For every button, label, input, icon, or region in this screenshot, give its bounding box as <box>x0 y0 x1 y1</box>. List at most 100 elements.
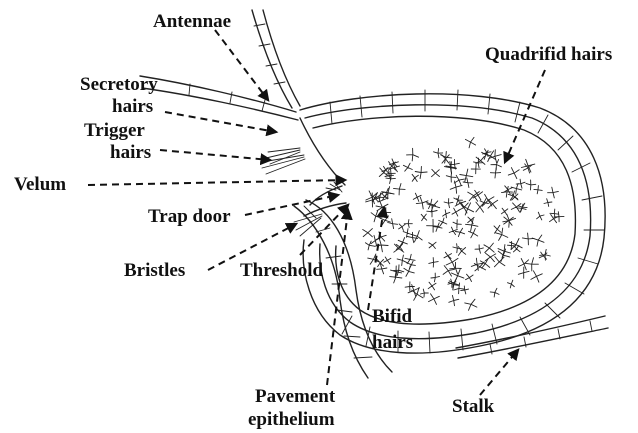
quadrifid-hair <box>534 186 542 194</box>
quadrifid-hair <box>428 282 436 290</box>
quadrifid-hair <box>460 169 473 182</box>
quadrifid-hair <box>453 220 461 229</box>
quadrifid-hair <box>420 289 428 297</box>
quadrifid-hair <box>548 187 559 198</box>
quadrifid-hair <box>468 192 480 202</box>
quadrifid-hair <box>554 212 564 222</box>
label-antennae: Antennae <box>153 11 231 32</box>
quadrifid-hair <box>508 168 519 179</box>
quadrifid-hair <box>465 137 475 147</box>
pointer-antennae <box>215 30 268 100</box>
quadrifid-hair <box>466 274 474 281</box>
quadrifid-hair <box>522 233 534 245</box>
pointer-quadrifid-hairs <box>505 70 545 162</box>
quadrifid-hair <box>404 220 412 228</box>
pointer-secretory-hairs <box>165 112 276 132</box>
label-bifid-line2: hairs <box>372 332 413 353</box>
label-quadrifid-hairs: Quadrifid hairs <box>485 44 612 65</box>
pointer-stalk <box>480 350 518 395</box>
quadrifid-hair <box>508 280 515 288</box>
quadrifid-hair <box>433 223 442 232</box>
quadrifid-hair <box>461 286 469 294</box>
quadrifid-hair <box>403 229 411 238</box>
quadrifid-hair <box>377 259 384 266</box>
quadrifid-hair <box>412 174 418 181</box>
quadrifid-hair <box>550 215 559 223</box>
quadrifid-hair <box>387 169 396 178</box>
quadrifid-hair <box>421 214 427 221</box>
quadrifid-hair <box>490 168 500 178</box>
label-threshold: Threshold <box>240 260 324 281</box>
label-bifid-line1: Bifid <box>372 306 413 327</box>
quadrifid-hair <box>363 229 373 237</box>
quadrifid-hair <box>431 273 440 282</box>
quadrifid-hair <box>501 208 507 215</box>
quadrifid-hair <box>449 295 459 305</box>
label-bristles: Bristles <box>124 260 185 281</box>
pointer-velum <box>88 180 345 185</box>
quadrifid-hair <box>469 229 478 238</box>
quadrifid-hair <box>452 208 460 216</box>
quadrifid-hair <box>429 258 438 268</box>
label-pavement-line2: epithelium <box>248 409 335 430</box>
quadrifid-hair <box>371 211 381 222</box>
quadrifid-hair <box>518 267 529 278</box>
label-velum: Velum <box>14 174 66 195</box>
quadrifid-hair <box>443 266 454 277</box>
quadrifid-hair <box>531 271 542 282</box>
quadrifid-hair <box>458 247 465 256</box>
label-secretory-line1: Secretory <box>80 74 158 95</box>
quadrifid-hair <box>388 219 398 229</box>
quadrifid-hair <box>449 227 457 235</box>
quadrifid-hair <box>488 199 498 208</box>
quadrifid-hair <box>532 235 544 246</box>
quadrifid-hair <box>446 257 458 269</box>
quadrifid-hair <box>453 244 462 253</box>
quadrifid-hair <box>494 225 501 233</box>
quadrifid-hair <box>398 238 407 247</box>
pointer-trigger-hairs <box>160 150 270 160</box>
quadrifid-hair <box>484 243 494 252</box>
quadrifid-hair <box>405 282 414 291</box>
quadrifid-hair <box>444 199 453 208</box>
quadrifid-hair <box>525 258 538 271</box>
quadrifid-hair <box>451 269 464 282</box>
quadrifid-hair <box>407 148 419 161</box>
quadrifid-hair <box>537 212 544 220</box>
quadrifid-hair <box>397 255 407 266</box>
stalk-structure <box>456 316 608 358</box>
quadrifid-hair <box>403 163 412 171</box>
label-trigger-line2: hairs <box>110 142 151 163</box>
quadrifid-hair <box>394 184 406 195</box>
label-pavement-line1: Pavement <box>255 386 336 407</box>
quadrifid-hair <box>511 203 521 212</box>
quadrifid-hair <box>490 288 499 297</box>
label-secretory-line2: hairs <box>112 96 153 117</box>
quadrifid-hair <box>429 242 436 248</box>
quadrifid-hair <box>439 218 447 226</box>
quadrifid-hair <box>404 266 415 277</box>
quadrifid-hair <box>503 214 516 227</box>
quadrifid-hair <box>399 224 406 231</box>
quadrifid-hair <box>434 149 443 158</box>
quadrifid-hair <box>454 175 464 185</box>
quadrifid-hair <box>384 257 391 264</box>
quadrifid-hair <box>393 265 404 276</box>
quadrifid-hair <box>544 199 552 207</box>
quadrifid-hair <box>432 169 440 176</box>
quadrifid-hair <box>494 257 505 267</box>
quadrifid-hair <box>526 180 536 190</box>
quadrifid-hair <box>443 210 450 218</box>
label-stalk: Stalk <box>452 396 495 417</box>
quadrifid-hair <box>465 299 477 310</box>
quadrifid-hair <box>442 155 450 164</box>
label-trigger-line1: Trigger <box>84 120 145 141</box>
quadrifid-hair <box>444 252 452 258</box>
quadrifid-hair <box>408 261 416 268</box>
quadrifid-hair <box>462 203 474 215</box>
quadrifid-hair <box>475 245 483 253</box>
quadrifid-hair <box>450 262 462 273</box>
quadrifid-hairs-field <box>363 137 564 310</box>
